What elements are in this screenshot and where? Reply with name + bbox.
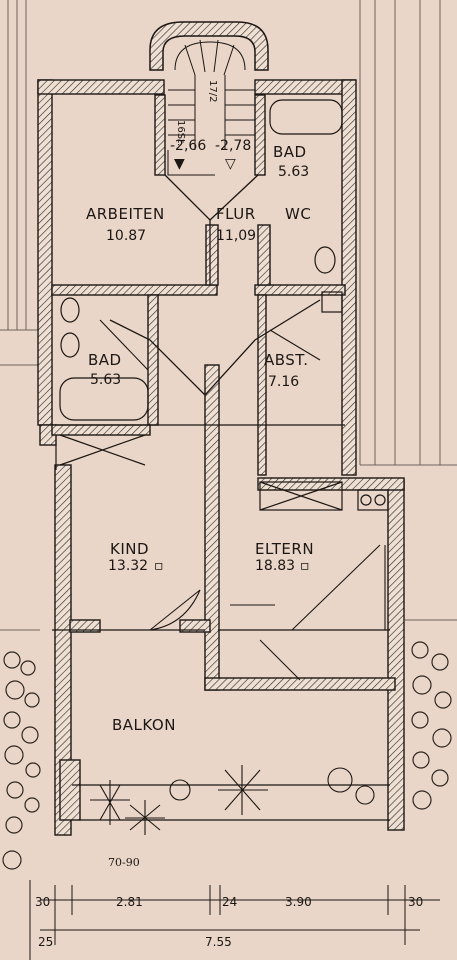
- room-bad-left-area: 5.63: [90, 372, 121, 388]
- dim-top-1: 2.81: [116, 895, 143, 909]
- room-flur-area: 11,09: [216, 228, 256, 244]
- room-eltern-area: 18.83: [255, 558, 295, 574]
- sanitary-fixtures: [59, 99, 343, 421]
- room-kind-area-marker: ▫: [154, 558, 164, 574]
- room-arbeiten-name: ARBEITEN: [86, 205, 165, 223]
- room-flur-name: FLUR: [216, 205, 256, 223]
- room-kind-name: KIND: [110, 540, 149, 558]
- stair-level-right: -2,78: [215, 138, 251, 154]
- shrubs-right: [411, 641, 452, 810]
- room-eltern-name: ELTERN: [255, 540, 314, 558]
- neighbour-hatching: [0, 0, 457, 631]
- room-abst-area: 7.16: [268, 374, 299, 390]
- stair-level-right-marker: ▽: [225, 156, 236, 172]
- stair-level-left: -2,66: [170, 138, 206, 154]
- flow-arrows: [109, 174, 321, 396]
- room-abst-name: ABST.: [264, 351, 308, 369]
- door-swings: [99, 319, 386, 681]
- dimension-lines: [29, 880, 440, 960]
- dim-bottom-1: 7.55: [205, 935, 232, 949]
- stair-label: 16St.: [175, 120, 186, 146]
- dim-top-4: 30: [408, 895, 423, 909]
- room-wc-name: WC: [285, 205, 311, 223]
- room-bad-top-name: BAD: [273, 143, 307, 161]
- shrubs-left: [2, 651, 41, 870]
- room-balkon-name: BALKON: [112, 716, 176, 734]
- dim-bottom-0: 25: [38, 935, 53, 949]
- room-bad-top-area: 5.63: [278, 164, 309, 180]
- room-bad-left-name: BAD: [88, 351, 122, 369]
- dim-top-0: 30: [35, 895, 50, 909]
- dim-top-2: 24: [222, 895, 237, 909]
- dim-top-3: 3.90: [285, 895, 312, 909]
- handwritten-note: 70-90: [108, 856, 140, 869]
- room-arbeiten-area: 10.87: [106, 228, 146, 244]
- stair-level-left-marker: ▼: [174, 156, 185, 172]
- room-eltern-area-marker: ▫: [300, 558, 310, 574]
- staircase: [149, 21, 269, 176]
- partition-lines: [52, 424, 390, 821]
- room-kind-area: 13.32: [108, 558, 148, 574]
- walls: [37, 79, 405, 836]
- stair-label-2: 17/2: [207, 80, 218, 102]
- balcony-plants: [90, 765, 375, 835]
